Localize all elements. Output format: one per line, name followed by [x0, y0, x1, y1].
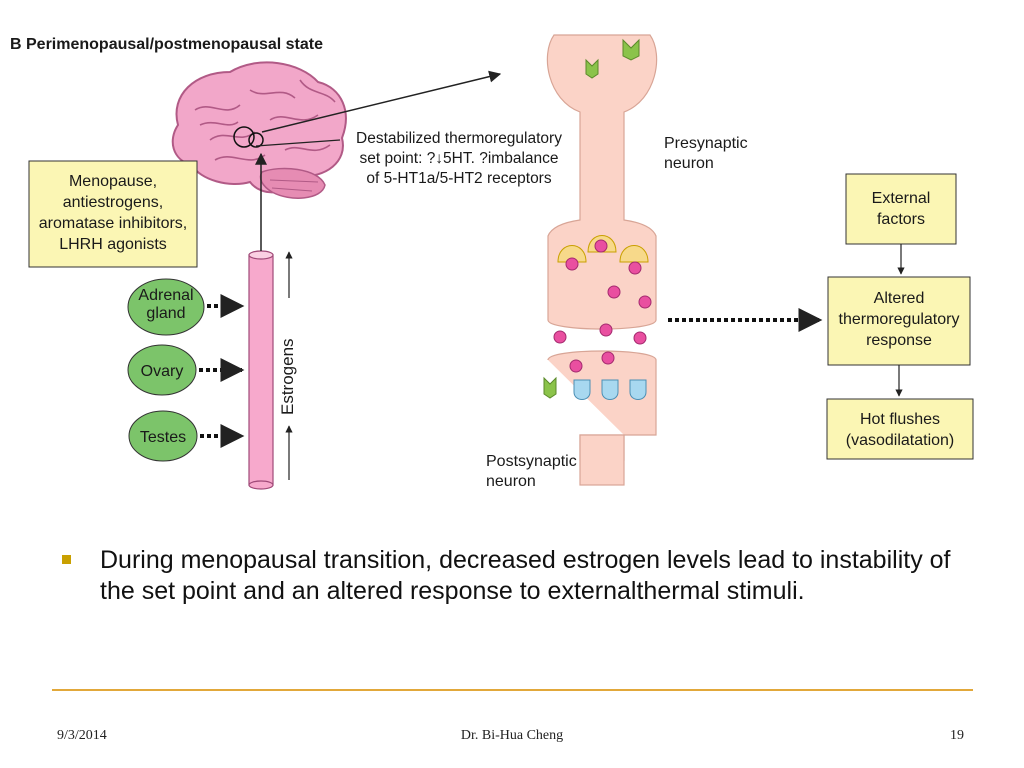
diagram-title: B Perimenopausal/postmenopausal state: [10, 36, 323, 53]
label-line: of 5-HT1a/5-HT2 receptors: [366, 170, 551, 187]
testes-label: Testes: [140, 429, 186, 446]
label-line: Presynaptic: [664, 135, 748, 152]
postsynaptic-label: Postsynaptic neuron: [486, 453, 577, 490]
footer-date: 9/3/2014: [57, 728, 107, 743]
label-line: thermoregulatory: [839, 311, 960, 328]
ovary-label: Ovary: [141, 363, 184, 380]
label-line: Menopause,: [69, 173, 157, 190]
brain-illustration: [171, 61, 347, 199]
ovary-node: [127, 344, 197, 396]
brain-to-neuron-arrow: [261, 70, 502, 133]
causes-text: Menopause, antiestrogens, aromatase inhibi…: [39, 173, 188, 253]
label-line: (vasodilatation): [846, 432, 955, 449]
label-line: response: [866, 332, 932, 349]
label-line: factors: [877, 211, 925, 228]
label-line: Adrenal: [138, 287, 193, 304]
label-line: neuron: [486, 473, 536, 490]
label-line: LHRH agonists: [59, 236, 167, 253]
bullet-text: During menopausal transition, decreased …: [100, 546, 951, 605]
causes-box: [28, 160, 198, 268]
label-line: set point: ?↓5HT. ?imbalance: [359, 150, 558, 167]
footer-divider: [52, 689, 973, 691]
brain-to-setpoint-line: [255, 139, 341, 147]
label-line: Testes: [140, 429, 186, 446]
altered-response-text: Altered thermoregulatory response: [839, 290, 960, 349]
estrogens-label: Estrogens: [278, 338, 297, 415]
footer-author: Dr. Bi-Hua Cheng: [460, 728, 564, 743]
hot-flushes-box: [826, 398, 974, 460]
label-line: neuron: [664, 155, 714, 172]
label-line: Hot flushes: [860, 411, 940, 428]
setpoint-text: Destabilized thermoregulatory set point: …: [356, 130, 562, 187]
hot-flushes-text: Hot flushes (vasodilatation): [846, 411, 955, 449]
altered-response-box: [827, 276, 971, 366]
bullet-square-icon: [62, 555, 71, 564]
adrenal-gland-node: [127, 278, 205, 336]
label-line: External: [872, 190, 931, 207]
presynaptic-label: Presynaptic neuron: [664, 135, 748, 172]
label-line: Destabilized thermoregulatory: [356, 130, 562, 147]
label-line: aromatase inhibitors,: [39, 215, 188, 232]
label-line: Postsynaptic: [486, 453, 577, 470]
diagram: B Perimenopausal/postmenopausal state Me…: [10, 34, 974, 490]
footer-page-number: 19: [950, 728, 964, 743]
external-factors-box: [845, 173, 957, 245]
label-line: antiestrogens,: [63, 194, 164, 211]
label-line: gland: [146, 305, 185, 322]
external-factors-text: External factors: [872, 190, 931, 228]
synapse-illustration: [543, 34, 658, 486]
label-line: Altered: [874, 290, 925, 307]
label-line: Ovary: [141, 363, 184, 380]
estrogen-vessel: [248, 250, 274, 490]
testes-node: [128, 410, 198, 462]
